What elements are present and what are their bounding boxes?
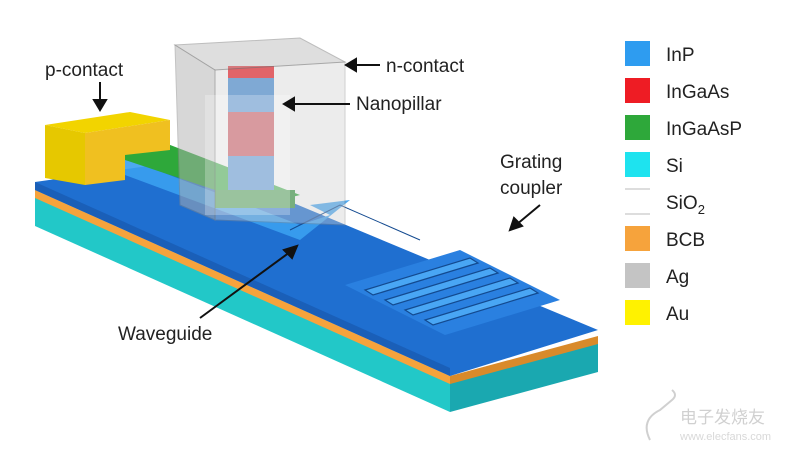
- legend-swatch-sio2: [625, 188, 650, 215]
- waveguide-label: Waveguide: [118, 324, 212, 345]
- legend-label-ingaas: InGaAs: [666, 82, 729, 103]
- legend: InP InGaAs InGaAsP Si SiO2 BCB Ag Au: [625, 41, 742, 325]
- legend-swatch-inp: [625, 41, 650, 66]
- nanopillar: [215, 66, 295, 208]
- legend-label-bcb: BCB: [666, 230, 705, 251]
- legend-label-ingaasp: InGaAsP: [666, 119, 742, 140]
- legend-swatch-au: [625, 300, 650, 325]
- legend-swatch-bcb: [625, 226, 650, 251]
- legend-swatch-ag: [625, 263, 650, 288]
- watermark-logo-icon: [645, 389, 676, 441]
- n-contact-label: n-contact: [386, 56, 465, 77]
- legend-label-au: Au: [666, 304, 689, 325]
- watermark-url: www.elecfans.com: [679, 431, 771, 443]
- legend-swatch-si: [625, 152, 650, 177]
- grating-label-line2: coupler: [500, 178, 563, 199]
- inp-front-edge: [35, 182, 450, 376]
- bcb-right-face: [450, 336, 598, 384]
- p-contact-label: p-contact: [45, 60, 124, 81]
- au-p-contact: [45, 112, 170, 185]
- legend-swatch-ingaas: [625, 78, 650, 103]
- grating-label-line1: Grating: [500, 152, 562, 173]
- watermark-name: 电子发烧友: [680, 408, 765, 427]
- si-right-face: [450, 342, 598, 412]
- legend-swatch-ingaasp: [625, 115, 650, 140]
- taper-line: [289, 204, 421, 241]
- nanopillar-label: Nanopillar: [356, 94, 442, 115]
- legend-label-ag: Ag: [666, 267, 689, 288]
- grating-coupler: [345, 250, 560, 335]
- annotation-arrows: [92, 57, 541, 319]
- watermark: 电子发烧友 www.elecfans.com: [645, 389, 771, 443]
- ag-n-contact: [173, 37, 347, 226]
- legend-label-si: Si: [666, 156, 683, 177]
- legend-label-sio2: SiO2: [666, 193, 705, 217]
- legend-label-inp: InP: [666, 45, 695, 66]
- si-front-face: [35, 196, 450, 412]
